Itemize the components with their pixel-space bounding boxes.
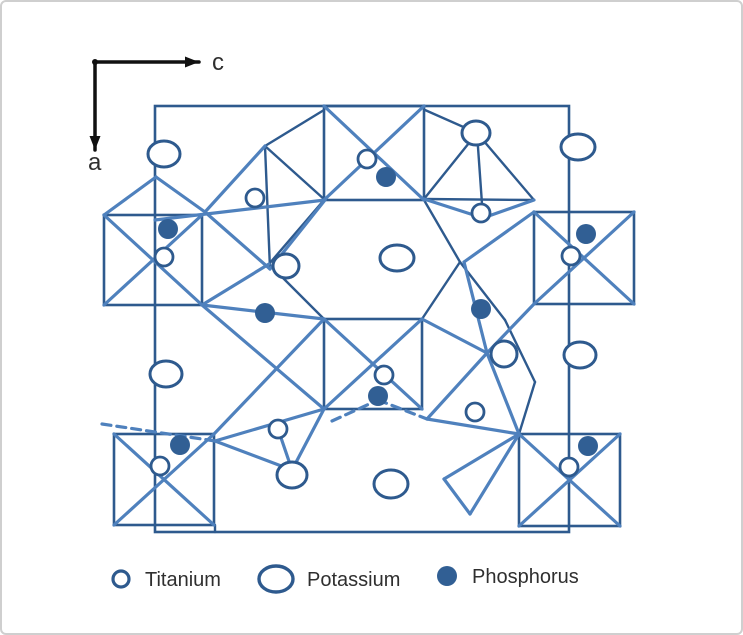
potassium-atom	[378, 243, 416, 273]
potassium-atom	[275, 460, 309, 490]
phosphorus-atom	[170, 435, 190, 455]
c-axis-label: c	[212, 49, 224, 76]
phosphorus-atom	[368, 386, 388, 406]
legend-phosphorus-symbol	[437, 566, 457, 586]
octahedron-square	[322, 317, 424, 411]
octahedron-square	[102, 213, 204, 307]
phosphorus-atom	[255, 303, 275, 323]
phosphorus-atom	[158, 219, 178, 239]
light-bond-line	[468, 432, 521, 516]
light-bond-line	[102, 175, 158, 217]
legend-potassium-symbol	[257, 564, 295, 594]
light-bond-line	[203, 210, 272, 271]
axis-arrows: ca	[88, 49, 224, 176]
titanium-atom	[464, 401, 486, 423]
octahedron-square	[322, 104, 426, 202]
dark-bond-line	[422, 198, 462, 264]
titanium-atom	[356, 148, 378, 170]
light-bond-line	[290, 407, 326, 472]
titanium-atom	[267, 418, 289, 440]
light-bond-line	[532, 210, 636, 306]
light-bond-line	[442, 432, 521, 481]
light-bond-line	[213, 439, 294, 472]
octahedron-square	[532, 210, 636, 306]
dashed-bond-line	[376, 398, 429, 421]
dark-bond-line	[475, 131, 536, 202]
potassium-atoms	[146, 119, 598, 500]
light-bond-line	[485, 351, 521, 436]
legend: Titanium Potassium Phosphorus	[111, 564, 579, 594]
dark-bond-line	[422, 197, 536, 202]
light-bond-line	[112, 432, 216, 527]
potassium-atom	[148, 359, 184, 389]
light-bond-line	[200, 303, 326, 411]
a-axis-arrow-head	[89, 136, 101, 150]
light-bond-line	[425, 351, 489, 421]
dark-bond-line	[517, 380, 537, 436]
a-axis-label: a	[88, 149, 102, 176]
potassium-atom	[146, 139, 182, 169]
titanium-atom	[373, 364, 395, 386]
light-bond-line	[425, 417, 521, 436]
light-bond-line	[481, 198, 536, 220]
dashed-bonds	[100, 398, 429, 443]
titanium-atom	[558, 456, 580, 478]
light-bond-line	[462, 210, 536, 264]
light-bond-line	[420, 317, 489, 355]
light-bond-line	[322, 317, 424, 411]
dark-bond-line	[420, 260, 462, 321]
potassium-atom	[271, 252, 301, 280]
dashed-bond-line	[100, 422, 217, 443]
dark-bond-line	[263, 108, 326, 148]
titanium-atom	[560, 245, 582, 267]
titanium-atom	[149, 455, 171, 477]
potassium-atom	[460, 119, 492, 147]
octahedron-square	[517, 432, 622, 528]
light-bond-line	[442, 477, 472, 516]
titanium-atoms	[149, 148, 582, 478]
phosphorus-atoms	[158, 167, 598, 456]
dashed-bond-line	[330, 398, 380, 423]
legend-potassium-label: Potassium	[307, 569, 400, 591]
phosphorus-atom	[471, 299, 491, 319]
legend-titanium-label: Titanium	[145, 569, 221, 591]
light-bond-line	[154, 175, 207, 214]
dark-bond-line	[263, 144, 327, 202]
titanium-atom	[153, 246, 175, 268]
light-bond-line	[200, 262, 271, 307]
legend-phosphorus-label: Phosphorus	[472, 566, 579, 588]
c-axis-arrow-head	[185, 56, 199, 68]
legend-titanium-symbol	[111, 569, 131, 589]
titanium-atom	[244, 187, 266, 209]
octahedra-squares	[102, 104, 636, 528]
light-bond-line	[203, 144, 267, 214]
potassium-atom	[372, 468, 410, 500]
potassium-atom	[562, 340, 598, 370]
titanium-atom	[470, 202, 492, 224]
light-bond-line	[517, 432, 622, 528]
phosphorus-atom	[578, 436, 598, 456]
light-bond-line	[212, 317, 326, 436]
phosphorus-atom	[376, 167, 396, 187]
phosphorus-atom	[576, 224, 596, 244]
light-bond-line	[153, 198, 327, 222]
potassium-atom	[489, 339, 519, 369]
light-bond-line	[102, 213, 204, 307]
potassium-atom	[559, 132, 597, 162]
